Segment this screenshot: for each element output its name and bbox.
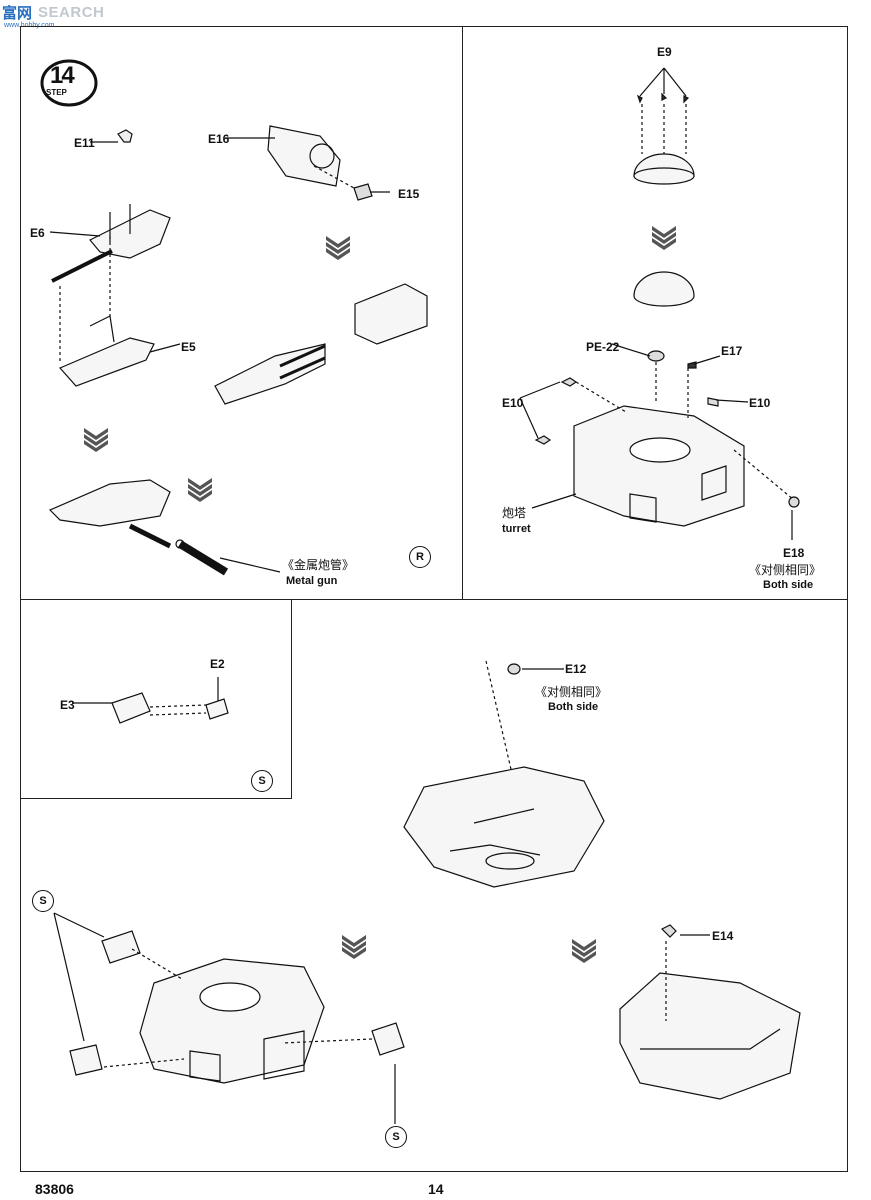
e12-en-label: Both side	[548, 701, 599, 713]
part-label-e18: E18	[783, 546, 805, 560]
part-label-e10-left: E10	[502, 396, 524, 410]
e18-cn-label: 《对侧相同》	[749, 563, 822, 577]
part-label-e11: E11	[74, 136, 95, 150]
part-label-e10-right: E10	[749, 396, 771, 410]
turret-assembly-drawing	[519, 67, 800, 540]
e12-cn-label: 《对侧相同》	[535, 685, 608, 699]
part-label-e6: E6	[30, 226, 45, 240]
part-label-pe22: PE-22	[586, 340, 620, 354]
logo-url: www.hobby.com	[4, 22, 55, 29]
part-label-e14: E14	[712, 929, 734, 943]
part-label-e12: E12	[565, 662, 587, 676]
step-badge: 14 STEP	[40, 59, 98, 107]
turret-interior-drawing	[53, 660, 801, 1124]
panel-bottom	[20, 599, 848, 1172]
marker-s-mid: S	[251, 770, 273, 792]
e18-en-label: Both side	[763, 579, 814, 591]
marker-r: R	[409, 546, 431, 568]
gun-assembly-drawing	[48, 125, 428, 576]
turret-cn-label: 炮塔	[502, 506, 527, 520]
metal-gun-en-label: Metal gun	[286, 575, 338, 587]
part-label-e17: E17	[721, 344, 743, 358]
logo-cn-text: 富	[2, 4, 18, 22]
part-label-e15: E15	[398, 187, 420, 201]
part-label-e2: E2	[210, 657, 225, 671]
logo-cn-text-2: 网	[17, 4, 33, 22]
part-label-e5: E5	[181, 340, 196, 354]
turret-en-label: turret	[502, 523, 531, 535]
marker-s-top: S	[32, 890, 54, 912]
part-label-e3: E3	[60, 698, 75, 712]
page-number: 14	[428, 1181, 444, 1197]
metal-gun-cn-label: 《金属炮管》	[282, 558, 355, 572]
part-label-e16: E16	[208, 132, 230, 146]
step-label: STEP	[46, 88, 67, 97]
step-badge-icon	[40, 59, 98, 107]
step-number: 14	[50, 62, 75, 89]
marker-s-bottom: S	[385, 1126, 407, 1148]
kit-number: 83806	[35, 1181, 74, 1197]
logo-en-text: SEARCH	[38, 4, 105, 21]
part-label-e9: E9	[657, 45, 672, 59]
site-logo: 富 网 SEARCH www.hobby.com	[2, 4, 104, 32]
periscope-parts-drawing	[72, 677, 229, 724]
panel-top-right	[462, 26, 848, 600]
